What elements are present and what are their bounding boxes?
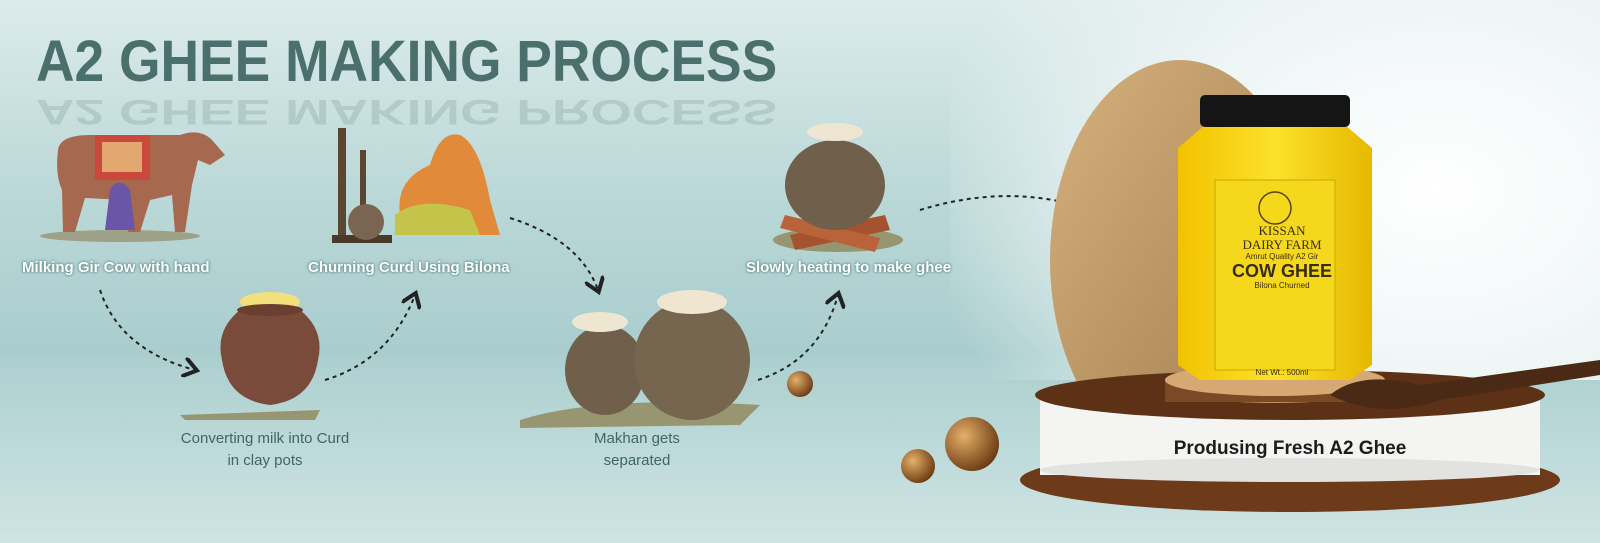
heating-pot-illustration (773, 123, 903, 252)
step-caption-curd: Converting milk into Curd in clay pots (140, 428, 390, 472)
jar-label: KISSAN DAIRY FARM Amrut Quality A2 Gir C… (1222, 188, 1342, 378)
ghee-ball (787, 371, 813, 397)
arrow-4 (757, 295, 838, 381)
step-caption-final: Produsing Fresh A2 Ghee (1173, 438, 1407, 459)
jar-lid (1200, 95, 1350, 127)
step-caption-milking: Milking Gir Cow with hand (22, 259, 210, 276)
brand-name: KISSAN (1258, 223, 1306, 238)
cow-illustration (40, 132, 225, 242)
churning-illustration (332, 128, 500, 243)
page-title: A2 GHEE MAKING PROCESS (36, 29, 778, 94)
makhan-pots-illustration (520, 290, 760, 428)
wooden-spoon (1330, 360, 1600, 409)
jar-tagline: Amrut Quality A2 Gir (1245, 252, 1319, 261)
arrow-1 (99, 289, 195, 370)
curd-pot-illustration (180, 292, 320, 420)
step-caption-makhan: Makhan gets separated (537, 428, 737, 472)
pedestal (1020, 360, 1600, 512)
caption-line: in clay pots (227, 452, 303, 469)
step-caption-churning: Churning Curd Using Bilona (308, 259, 510, 276)
caption-line: Converting milk into Curd (180, 430, 350, 447)
arrow-3 (509, 217, 598, 290)
caption-line: separated (603, 452, 671, 469)
jar-product-name: COW GHEE (1231, 261, 1332, 281)
caption-line: Makhan gets (594, 430, 680, 447)
arrow-2 (324, 295, 415, 381)
ghee-ball (901, 449, 935, 483)
ghee-jar (1178, 95, 1372, 380)
jar-net-weight: Net Wt.: 500ml (1255, 368, 1309, 377)
step-caption-heating: Slowly heating to make ghee (746, 259, 952, 276)
jar-subtitle: Bilona Churned (1254, 281, 1310, 290)
ghee-ball (945, 417, 999, 471)
brand-name-line2: DAIRY FARM (1242, 237, 1322, 252)
